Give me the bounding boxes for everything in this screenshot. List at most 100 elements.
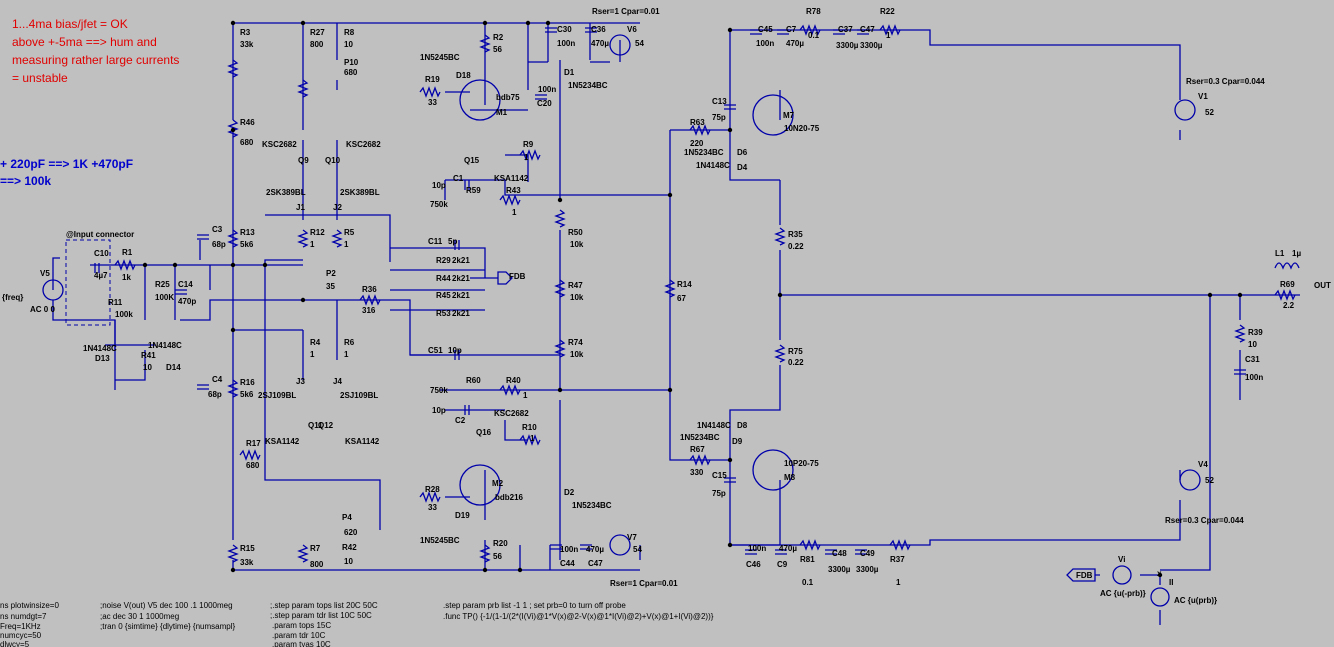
component-label: Q9 xyxy=(298,156,309,165)
component-label: M1 xyxy=(496,108,508,117)
component-label: R50 xyxy=(568,228,583,237)
component-label: 54 xyxy=(635,39,644,48)
component-label: 1N4148C xyxy=(83,344,117,353)
component-label: C14 xyxy=(178,280,193,289)
component-label: 5k6 xyxy=(240,390,254,399)
component-label: R2 xyxy=(493,33,504,42)
spice-directive[interactable]: ;ac dec 30 1 1000meg xyxy=(100,612,179,621)
component-label: C48 xyxy=(832,549,847,558)
component-label: R42 xyxy=(342,543,357,552)
component-label: J1 xyxy=(296,203,305,212)
spice-directive[interactable]: ;noise V(out) V5 dec 100 .1 1000meg xyxy=(100,601,233,610)
component-label: 68p xyxy=(212,240,226,249)
component-label: 470µ xyxy=(779,544,797,553)
spice-directive[interactable]: Freq=1KHz xyxy=(0,622,41,631)
component-label: 1 xyxy=(310,240,315,249)
component-label: 1N5234BC xyxy=(572,501,612,510)
component-label: 10p xyxy=(432,181,446,190)
component-label: C44 xyxy=(560,559,575,568)
component-label: 0.1 xyxy=(808,31,820,40)
component-label: 1 xyxy=(524,153,529,162)
component-label: 56 xyxy=(493,45,502,54)
component-label: R39 xyxy=(1248,328,1263,337)
component-label: 100n xyxy=(756,39,774,48)
component-label: C36 xyxy=(591,25,606,34)
component-label: C13 xyxy=(712,97,727,106)
component-label: R63 xyxy=(690,118,705,127)
spice-directive[interactable]: ns plotwinsize=0 xyxy=(0,601,59,610)
component-label: C49 xyxy=(860,549,875,558)
spice-directive[interactable]: ;tran 0 {simtime} {dlytime} {numsampl} xyxy=(100,622,236,631)
spice-directive[interactable]: .param tyas 10C xyxy=(272,640,331,647)
component-label: 1N4148C xyxy=(697,421,731,430)
wires xyxy=(52,22,1300,625)
component-label: R41 xyxy=(141,351,156,360)
component-label: P10 xyxy=(344,58,359,67)
component-label: 330 xyxy=(690,468,704,477)
component-label: R35 xyxy=(788,230,803,239)
component-label: D2 xyxy=(564,488,575,497)
component-label: 470µ xyxy=(586,545,604,554)
component-label: AC 0 0 xyxy=(30,305,55,314)
component-label: V6 xyxy=(627,25,637,34)
component-label: 680 xyxy=(246,461,260,470)
component-label: KSA1142 xyxy=(345,437,380,446)
component-label: R69 xyxy=(1280,280,1295,289)
component-label: 0.22 xyxy=(788,358,804,367)
component-label: 1N5234BC xyxy=(680,433,720,442)
component-label: KSC2682 xyxy=(494,409,529,418)
component-label: 100n xyxy=(538,85,556,94)
component-label: R25 xyxy=(155,280,170,289)
component-label: 1N5245BC xyxy=(420,53,460,62)
component-label: R10 xyxy=(522,423,537,432)
component-label: C37 xyxy=(838,25,853,34)
spice-directive[interactable]: .param tdr 10C xyxy=(272,631,326,640)
component-label: R37 xyxy=(890,555,905,564)
component-label: R12 xyxy=(310,228,325,237)
component-label: 56 xyxy=(493,552,502,561)
component-label: R78 xyxy=(806,7,821,16)
spice-directive[interactable]: numcyc=50 xyxy=(0,631,42,640)
component-label: 2k21 xyxy=(452,274,470,283)
component-label: 1 xyxy=(512,208,517,217)
component-label: R46 xyxy=(240,118,255,127)
spice-directive[interactable]: dlwcy=5 xyxy=(0,640,30,647)
component-label: 67 xyxy=(677,294,686,303)
spice-directive[interactable]: .step param prb list -1 1 ; set prb=0 to… xyxy=(443,601,626,610)
component-label: V1 xyxy=(1198,92,1208,101)
component-label: J4 xyxy=(333,377,342,386)
component-label: 10 xyxy=(1248,340,1257,349)
component-label: 10 xyxy=(344,557,353,566)
component-label: C9 xyxy=(777,560,788,569)
component-label: 33k xyxy=(240,40,254,49)
spice-directive[interactable]: ns numdgt=7 xyxy=(0,612,47,621)
component-label: M7 xyxy=(783,111,795,120)
comp-note-line-2: ==> 100k xyxy=(0,174,51,188)
component-label: C1 xyxy=(453,174,464,183)
spice-directive[interactable]: ;.step param tops list 20C 50C xyxy=(270,601,378,610)
component-label: R9 xyxy=(523,140,534,149)
component-label: 2k21 xyxy=(452,291,470,300)
component-label: D6 xyxy=(737,148,748,157)
component-label: M8 xyxy=(784,473,796,482)
junctions xyxy=(142,20,1243,578)
component-label: KSC2682 xyxy=(346,140,381,149)
component-label: P4 xyxy=(342,513,352,522)
spice-directive[interactable]: ;.step param tdr list 10C 50C xyxy=(270,611,372,620)
component-label: R16 xyxy=(240,378,255,387)
component-label: 100n xyxy=(748,544,766,553)
component-label: 33k xyxy=(240,558,254,567)
component-label: 10k xyxy=(570,240,584,249)
component-label: R11 xyxy=(108,298,123,307)
component-label: C7 xyxy=(786,25,797,34)
component-label: R14 xyxy=(677,280,692,289)
spice-directive[interactable]: .param tops 15C xyxy=(272,621,331,630)
component-label: C31 xyxy=(1245,355,1260,364)
component-label: V7 xyxy=(627,533,637,542)
component-label: bdb75 xyxy=(496,93,520,102)
spice-directive[interactable]: .func TP() {-1/(1-1/(2*(I(Vi)@1*V(x)@2-V… xyxy=(443,612,714,621)
component-label: R28 xyxy=(425,485,440,494)
note-line-2: above +-5ma ==> hum and xyxy=(12,35,157,49)
component-label: 1 xyxy=(896,578,901,587)
